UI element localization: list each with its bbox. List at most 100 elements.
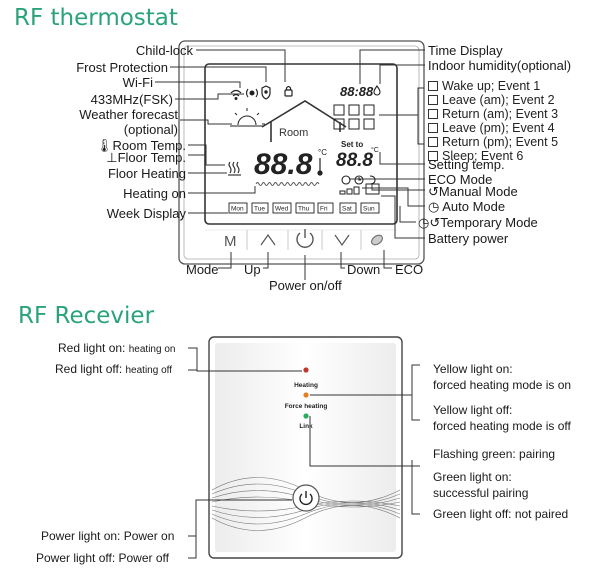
event5-legend-icon — [428, 137, 438, 147]
label-weather-forecast: Weather forecast (optional) — [79, 107, 178, 137]
label-yellow-on: Yellow light on:forced heating mode is o… — [433, 362, 572, 392]
legend-event5: Return (pm); Event 5 — [428, 135, 558, 149]
event1-legend-icon — [428, 81, 438, 91]
event3-icon — [363, 104, 375, 116]
main-temp-digits: 88.8 — [254, 148, 313, 181]
label-up: Up — [244, 262, 261, 277]
room-temp-text: Room Temp. — [112, 138, 186, 153]
room-temp-thermo-icon: 🌡 — [96, 138, 113, 153]
frost-protection-icon — [261, 85, 271, 100]
event1-icon — [333, 104, 345, 116]
rf-signal-icon — [245, 88, 259, 98]
link-led-label: Link — [299, 423, 313, 430]
event6-icon — [363, 118, 375, 130]
floor-temp-icon: ⊥ — [106, 150, 118, 165]
label-flashing-green: Flashing green: pairing — [433, 447, 556, 461]
label-eco-mode: ECO Mode — [428, 172, 493, 187]
receiver-diagram: Heating Force heating Link — [188, 336, 420, 559]
day-mon: Mon — [231, 206, 244, 213]
weather-sun-icon — [229, 108, 265, 127]
heating-led — [303, 367, 309, 373]
main-temp-unit: °C — [318, 148, 327, 157]
auto-mode-legend-icon: ◷ — [428, 199, 440, 214]
label-yellow-off: Yellow light off:forced heating mode is … — [433, 403, 571, 433]
legend-event2: Leave (am); Event 2 — [428, 93, 555, 107]
label-frost-protection: Frost Protection — [76, 60, 168, 75]
label-power: Power on/off — [269, 278, 342, 293]
day-wed: Wed — [275, 206, 289, 213]
mode-button-symbol[interactable]: M — [224, 233, 237, 250]
label-power-on: Power light on: Power on — [41, 529, 175, 543]
event2-legend-icon — [428, 95, 438, 105]
down-arrow-icon — [334, 234, 350, 247]
receiver-power-icon — [299, 491, 313, 506]
event4-legend-icon — [428, 123, 438, 133]
up-arrow-icon — [260, 233, 276, 246]
eco-button-icon — [370, 234, 384, 246]
set-to-label: Set to — [341, 140, 363, 149]
label-indoor-humidity: Indoor humidity(optional) — [428, 58, 572, 73]
day-sun: Sun — [363, 206, 375, 213]
label-heating-on: Heating on — [123, 186, 186, 201]
day-fri: Fri — [320, 206, 328, 213]
label-auto-mode: ◷ Auto Mode — [428, 199, 506, 214]
manual-mode-legend-icon: ↺ — [428, 184, 439, 199]
label-floor-temp: ⊥Floor Temp. — [106, 150, 186, 165]
day-thu: Thu — [298, 206, 310, 213]
label-room-temp: 🌡Room Temp. — [96, 138, 186, 153]
day-sat: Sat — [342, 206, 352, 213]
heating-led-label: Heating — [294, 382, 318, 389]
child-lock-icon — [284, 85, 293, 97]
label-week-display: Week Display — [106, 206, 186, 221]
label-red-on: Red light on: heating on — [58, 341, 176, 355]
time-display: 88:88 — [340, 84, 374, 99]
label-time-display: Time Display — [428, 43, 503, 58]
label-green-off: Green light off: not paired — [433, 507, 569, 521]
legend-event6: Sleep; Event 6 — [428, 149, 523, 163]
label-mode: Mode — [186, 262, 219, 277]
receiver-title: RF Recevier — [18, 303, 155, 329]
legend-event3: Return (am); Event 3 — [428, 107, 558, 121]
week-display: Mon Tue Wed Thu Fri Sat Sun — [228, 202, 380, 214]
event3-legend-icon — [428, 109, 438, 119]
eco-leaf-icon — [341, 175, 351, 185]
label-temporary-mode: ◷↺Temporary Mode — [418, 215, 538, 230]
event5-icon — [348, 118, 360, 130]
label-eco: ECO — [395, 262, 424, 277]
label-child-lock: Child-lock — [135, 43, 193, 58]
label-wifi: Wi-Fi — [122, 75, 153, 90]
day-tue: Tue — [254, 206, 265, 213]
label-power-off: Power light off: Power off — [36, 551, 169, 565]
event4-icon — [333, 118, 345, 130]
label-floor-heating: Floor Heating — [107, 166, 186, 181]
event6-legend-icon — [428, 151, 438, 161]
force-heating-led-label: Force heating — [285, 403, 328, 410]
temporary-mode-legend-icon: ◷↺ — [418, 215, 441, 230]
floor-temp-text: Floor Temp. — [117, 150, 186, 165]
label-battery-power: Battery power — [428, 231, 509, 246]
label-manual-mode: ↺Manual Mode — [428, 184, 518, 199]
event2-icon — [348, 104, 360, 116]
room-label: Room — [279, 127, 308, 139]
battery-icon — [339, 183, 380, 195]
label-setting-temp: Setting temp. — [428, 157, 505, 172]
thermostat-diagram: 88:88 Room 88.8 °C Set to 88.8 °C — [155, 40, 425, 280]
power-icon — [296, 229, 314, 248]
humidity-icon — [373, 85, 381, 96]
label-433mhz: 433MHz(FSK) — [90, 92, 173, 107]
house-outline-icon — [261, 100, 347, 142]
auto-mode-icon — [354, 175, 364, 185]
set-temp-digits: 88.8 — [336, 150, 373, 171]
label-down: Down — [347, 262, 381, 277]
label-red-off: Red light off: heating off — [55, 362, 173, 376]
floor-heating-icon — [228, 161, 241, 176]
legend-event1: Wake up; Event 1 — [428, 79, 540, 93]
heating-on-indicator — [255, 182, 320, 186]
force-heating-led — [303, 392, 309, 398]
label-green-on: Green light on:successful pairing — [433, 470, 529, 500]
legend-event4: Leave (pm); Event 4 — [428, 121, 555, 135]
set-temp-unit: °C — [371, 146, 379, 154]
thermostat-title: RF thermostat — [14, 5, 178, 31]
thermometer-icon — [317, 158, 323, 176]
link-led — [303, 413, 309, 419]
